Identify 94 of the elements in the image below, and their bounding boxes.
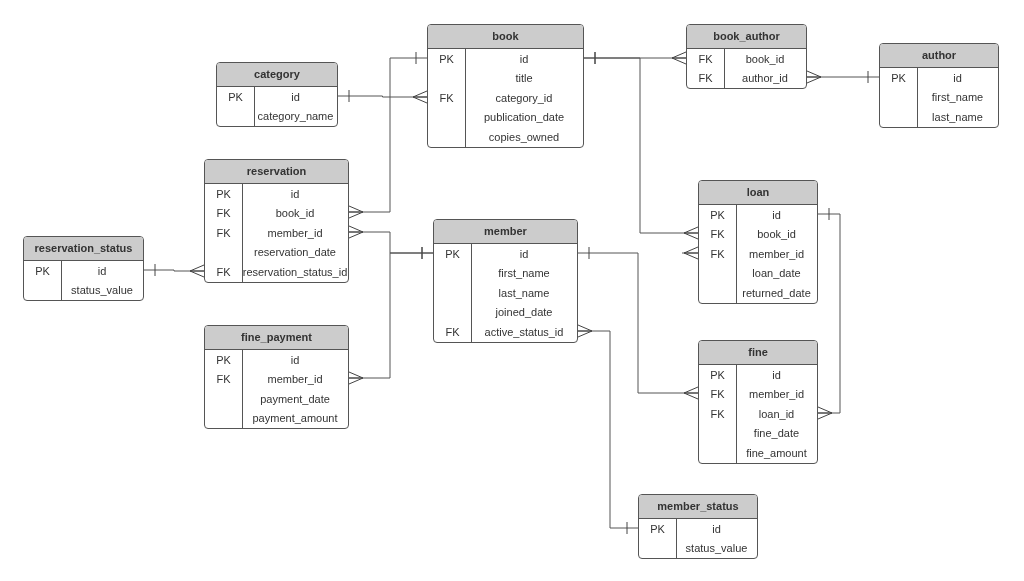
field-name: publication_date [483,110,565,125]
entity-table [216,62,338,127]
key-label: PK [216,352,231,368]
relationship-line [348,246,434,385]
table-name: member_status [657,499,739,515]
field-name: copies_owned [488,129,560,145]
key-label: PK [35,263,50,279]
field-name: returned_date [742,285,811,301]
field-name: title [515,71,533,86]
key-label: FK [439,90,454,106]
field-name: id [290,352,300,368]
field-name: id [772,207,781,223]
field-name: payment_amount [252,411,338,426]
field-name: member_id [267,372,323,387]
relationship-line [143,263,205,278]
field-name: book_id [745,51,785,67]
table-name: member [484,224,527,240]
field-name: category_id [495,90,553,106]
relationship-line [348,51,428,219]
field-name: id [291,89,300,105]
field-name: reservation_status_id [242,264,348,280]
field-name: payment_date [260,391,330,407]
key-label: FK [216,225,231,241]
table-name: reservation_status [34,241,133,257]
relationship-line [681,246,699,260]
field-name: reservation_date [254,245,336,260]
key-label: FK [698,71,713,86]
field-name: id [519,246,529,262]
entity-table [427,24,584,148]
relationship-line [577,246,699,400]
entity-table [698,340,818,464]
key-label: FK [710,227,725,242]
key-label: FK [216,264,231,280]
field-name: fine_amount [746,445,807,461]
table-name: reservation [246,164,307,180]
field-name: book_id [275,206,315,221]
relationship-line [817,207,841,420]
key-label: PK [445,246,460,262]
key-label: PK [650,521,665,537]
key-label: PK [891,70,906,86]
key-label: PK [710,367,725,383]
field-name: book_id [757,227,796,242]
entity-table [204,159,349,283]
entity-table [698,180,818,304]
key-label: FK [445,324,460,340]
field-name: id [772,367,781,383]
field-name: id [519,51,529,67]
key-label: FK [216,372,231,387]
field-name: first_name [498,266,550,281]
table-name: loan [746,185,770,201]
key-label: PK [710,207,725,223]
field-name: last_name [498,285,550,301]
field-name: category_name [257,109,334,124]
field-name: member_id [749,387,804,402]
field-name: fine_date [753,426,800,441]
relationship-line [577,324,639,535]
field-name: id [712,521,721,537]
key-label: FK [216,206,231,221]
field-name: id [97,263,107,279]
entity-table [638,494,758,559]
field-name: status_value [71,283,133,298]
field-name: last_name [932,109,983,125]
key-label: PK [439,51,454,67]
entity-table [879,43,999,128]
entity-table [204,325,349,429]
relationship-line [337,89,428,104]
field-name: active_status_id [484,324,564,340]
key-label: FK [710,387,725,402]
table-name: category [254,67,300,83]
table-name: book_author [713,29,780,45]
key-label: PK [216,186,231,202]
relationship-line [806,70,880,84]
field-name: member_id [267,225,323,241]
field-name: loan_date [752,266,801,281]
key-label: FK [710,406,725,422]
table-name: fine_payment [241,330,312,346]
key-label: PK [228,89,243,105]
field-name: id [953,70,962,86]
table-name: book [492,29,519,45]
entity-table [23,236,144,301]
table-name: author [921,48,957,64]
entity-table [433,219,578,343]
field-name: id [290,186,300,202]
entity-table [686,24,807,89]
relationship-line [583,51,699,240]
field-name: status_value [685,541,748,556]
field-name: author_id [742,71,788,86]
table-name: fine [748,345,768,361]
key-label: FK [698,51,713,67]
field-name: member_id [749,246,804,262]
field-name: first_name [931,90,984,105]
field-name: joined_date [495,305,553,320]
field-name: loan_id [758,406,795,422]
key-label: FK [710,246,725,262]
